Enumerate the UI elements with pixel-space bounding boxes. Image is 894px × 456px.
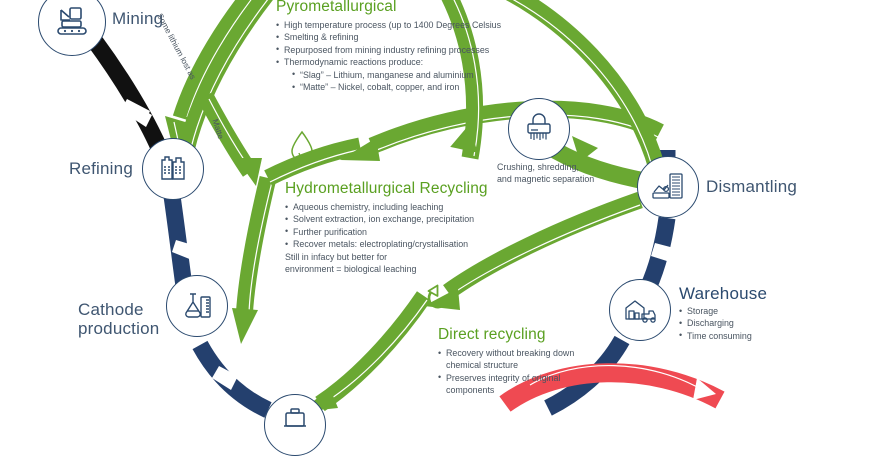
list-item: Thermodynamic reactions produce: [276,56,501,69]
excavator-icon [57,7,87,35]
list-item: Discharging [679,317,767,330]
recycle-icon-wrap [421,281,455,320]
list-item: Recover metals: electroplating/crystalli… [285,238,488,251]
node-label-refining: Refining [69,159,133,178]
heading-hydrometallurgical: Hydrometallurgical Recycling [285,180,488,197]
shredder-icon [527,113,551,140]
battery-cell-icon [284,408,306,427]
node-label-dismantling: Dismantling [706,177,798,196]
cathode-label-line1: Cathode [78,300,144,319]
node-label-cathode-production: Cathode production [78,300,159,338]
section-hydrometallurgical: Hydrometallurgical Recycling Aqueous che… [285,180,488,275]
list-item: components [446,385,495,396]
list-item: “Matte” – Nickel, cobalt, copper, and ir… [276,81,501,94]
caption-crushing-line2: and magnetic separation [497,174,595,185]
list-item: Time consuming [679,329,767,342]
section-warehouse: Warehouse Storage Discharging Time consu… [679,284,767,342]
arrow-direct-to-cell [300,291,432,412]
list-item: Solvent extraction, ion exchange, precip… [285,213,488,226]
node-cathode-production[interactable] [166,275,228,337]
arrow-dismantling-to-warehouse [640,216,676,292]
section-direct-recycling: Direct recycling Recovery without breaki… [438,326,574,397]
node-dismantling[interactable] [637,156,699,218]
bullets-warehouse: Storage Discharging Time consuming [679,304,767,342]
hydro-note-line2: environment = biological leaching [285,264,417,275]
node-refining[interactable] [142,138,204,200]
list-item: Smelting & refining [276,31,501,44]
node-crushing[interactable] [508,98,570,160]
list-item: Repurposed from mining industry refining… [276,43,501,56]
cathode-label-line2: production [78,319,160,338]
arrow-junction-right-leg [264,137,362,186]
section-pyrometallurgical: Pyrometallurgical High temperature proce… [276,0,501,93]
heading-warehouse: Warehouse [679,284,768,303]
arrow-cathode-to-cell [192,340,272,418]
bullets-direct-recycling: Recovery without breaking down chemical … [438,346,574,397]
diagram-canvas: .band-green{fill:none;stroke:#6aa832;str… [0,0,894,422]
list-item: Preserves integrity of original [438,371,574,384]
hydro-note-line1: Still in infacy but better for [285,251,388,262]
heading-direct-recycling: Direct recycling [438,326,546,343]
list-item: Aqueous chemistry, including leaching [285,200,488,213]
arrow-mining-to-refining [87,34,168,154]
list-item: Storage [679,304,767,317]
list-item: Recovery without breaking down [438,346,574,359]
list-item: Further purification [285,225,488,238]
node-warehouse[interactable] [609,279,671,341]
flask-beaker-icon [185,293,211,318]
arrow-dismantling-to-pyro [505,0,669,182]
arrow-red-return [499,363,725,412]
arrow-refining-up-green [177,0,273,152]
node-label-mining: Mining [112,9,164,28]
bullets-pyrometallurgical: High temperature process (up to 1400 Deg… [276,18,501,94]
list-item: chemical structure [446,360,519,371]
list-item: “Slag” – Lithium, manganese and aluminiu… [276,68,501,81]
arrow-hydro-to-cell [232,176,277,344]
warehouse-truck-icon [625,300,656,323]
dismantling-icon [652,173,683,199]
node-battery-cell[interactable] [264,394,326,456]
water-droplet-icon [291,130,313,162]
factory-icon [161,156,185,180]
list-item: High temperature process (up to 1400 Deg… [276,18,501,31]
droplet-icon-wrap [288,128,316,169]
arrow-matte-down [197,91,262,186]
arrow-dismantling-to-hydro [340,100,664,161]
caption-crushing: Crushing, shredding, and magnetic separa… [497,161,594,185]
bullets-hydrometallurgical: Aqueous chemistry, including leaching So… [285,200,488,251]
recycle-loop-icon [427,284,449,309]
heading-pyrometallurgical: Pyrometallurgical [276,0,397,15]
caption-crushing-line1: Crushing, shredding, [497,162,579,172]
